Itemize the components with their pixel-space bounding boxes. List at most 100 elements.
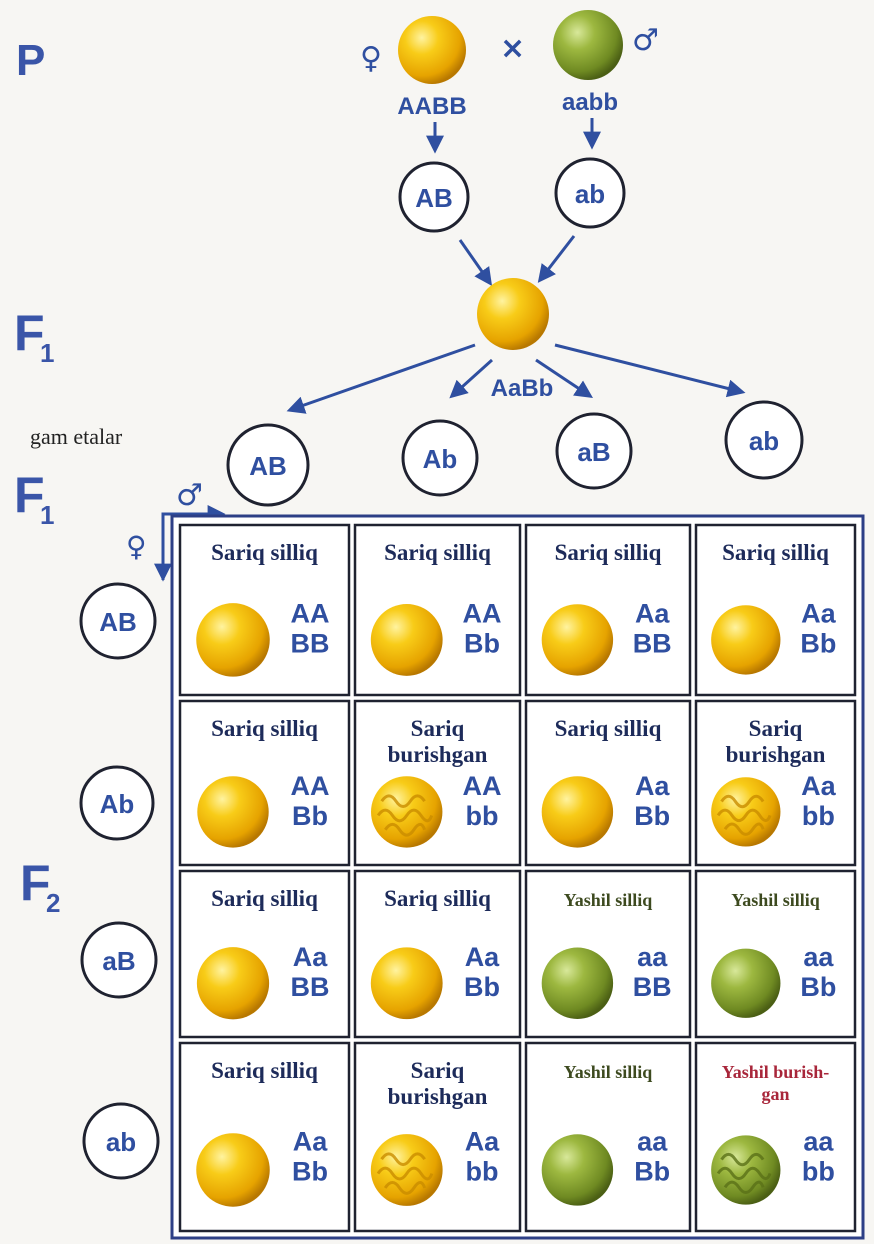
pea-green-smooth — [711, 948, 781, 1018]
cell-border — [694, 523, 857, 697]
pea-yellow-wrinkled-wrinkles — [716, 794, 772, 836]
cell-title-line-1: Sariq — [749, 716, 803, 741]
cell-genotype-line-1: Aa — [465, 942, 500, 972]
cell-genotype-line-1: aa — [637, 1127, 668, 1157]
arrow-f1-to-gamete-4 — [554, 343, 746, 398]
cell-genotype-line-2: BB — [633, 628, 672, 658]
gamete-label-parent-male: ab — [575, 179, 605, 209]
cell-title-line-1: Yashil burish- — [722, 1062, 830, 1082]
cell-title-line-1: Sariq silliq — [555, 540, 662, 565]
pea-yellow-smooth-body — [370, 604, 443, 676]
cell-genotype-line-2: bb — [802, 801, 835, 831]
pea-yellow-smooth-body — [370, 947, 443, 1020]
pea-yellow-wrinkled — [371, 776, 443, 848]
f1-gamete-circle-1 — [226, 423, 310, 507]
cell-genotype-line-1: aa — [803, 942, 834, 972]
parent-female-genotype: AABB — [397, 93, 466, 120]
cell-title-line-1: Yashil silliq — [731, 890, 820, 910]
pea-yellow-smooth — [711, 605, 781, 675]
cell-genotype-line-1: Aa — [293, 1127, 328, 1157]
pea-yellow-wrinkled — [711, 777, 781, 847]
cell-genotype-line-2: BB — [291, 628, 330, 658]
label-P: P — [16, 36, 45, 85]
cell-genotype-line-2: Bb — [292, 1157, 328, 1187]
row-gamete-circle-2 — [79, 765, 155, 841]
cell-title-line-1: Sariq silliq — [384, 886, 491, 911]
cell-title-line-1: Yashil silliq — [564, 1062, 653, 1082]
f1-gamete-label-2: Ab — [423, 444, 458, 474]
cell-border — [694, 699, 857, 867]
f1-gamete-label-4: ab — [749, 426, 779, 456]
pea-yellow-smooth — [196, 603, 270, 677]
cell-title-line-1: Sariq silliq — [211, 1058, 318, 1083]
gamete-label-parent-female: AB — [415, 183, 453, 213]
arrow-gamete-to-f1-left — [458, 239, 493, 286]
row-gamete-circle-3 — [80, 921, 158, 999]
cell-genotype-line-2: Bb — [800, 628, 836, 658]
label-F1-second-sub: 1 — [40, 500, 54, 530]
pea-yellow-smooth-body — [541, 604, 614, 676]
cell-genotype-line-2: Bb — [634, 801, 670, 831]
cell-genotype-line-2: Bb — [464, 972, 500, 1002]
parent-male-genotype: aabb — [562, 89, 618, 116]
pea-yellow-smooth — [196, 1133, 270, 1207]
pea-green-smooth — [541, 1134, 614, 1206]
cell-genotype-line-1: AA — [291, 771, 330, 801]
cell-genotype-line-1: aa — [803, 1127, 834, 1157]
label-F2: F — [20, 855, 51, 911]
pea-f1-yellow — [477, 278, 549, 350]
cell-genotype-line-1: aa — [637, 942, 668, 972]
pea-parent-male-green — [553, 10, 623, 80]
cell-border — [178, 699, 351, 867]
gamete-circle-parent-male — [554, 157, 626, 229]
row-gamete-circle-1 — [79, 582, 157, 660]
male-symbol: ♂ — [632, 23, 659, 58]
cell-genotype-line-1: Aa — [635, 771, 670, 801]
cell-genotype-line-1: AA — [291, 598, 330, 628]
row-gamete-label-1: AB — [99, 607, 137, 637]
male-axis-symbol: ♂ — [176, 478, 203, 513]
pea-yellow-wrinkled — [370, 1134, 443, 1206]
cell-title-line-1: Sariq silliq — [211, 886, 318, 911]
pea-yellow-smooth — [197, 776, 269, 848]
cell-title-line-1: Sariq silliq — [722, 540, 829, 565]
cell-genotype-line-2: BB — [291, 972, 330, 1002]
pea-yellow-smooth-body — [541, 776, 614, 848]
label-F1-sub: 1 — [40, 338, 54, 368]
cell-border — [694, 869, 857, 1039]
cell-border — [353, 523, 522, 697]
row-gamete-label-4: ab — [106, 1127, 136, 1157]
f1-genotype: AaBb — [491, 375, 554, 402]
pea-green-smooth-body — [541, 947, 614, 1019]
cell-genotype-line-1: Aa — [801, 771, 836, 801]
pea-green-wrinkled — [711, 1135, 781, 1205]
cell-genotype-line-1: Aa — [635, 598, 670, 628]
cell-genotype-line-1: AA — [462, 771, 501, 801]
cell-genotype-line-2: Bb — [634, 1157, 670, 1187]
cell-title-line-1: Sariq silliq — [211, 540, 318, 565]
cell-genotype-line-2: bb — [465, 1157, 498, 1187]
arrow-f1-to-gamete-2 — [449, 358, 494, 399]
cell-border — [524, 1041, 692, 1233]
cross-symbol: × — [500, 31, 525, 66]
row-gamete-label-3: aB — [102, 946, 135, 976]
cell-genotype-line-1: Aa — [801, 598, 836, 628]
pea-green-smooth-body — [541, 1134, 614, 1206]
cell-title-line-1: Yashil silliq — [564, 890, 653, 910]
pea-yellow-smooth — [541, 776, 614, 848]
cell-genotype-line-2: Bb — [464, 628, 500, 658]
cell-title-line-2: burishgan — [388, 1084, 488, 1109]
cell-title-line-1: Sariq silliq — [555, 716, 662, 741]
